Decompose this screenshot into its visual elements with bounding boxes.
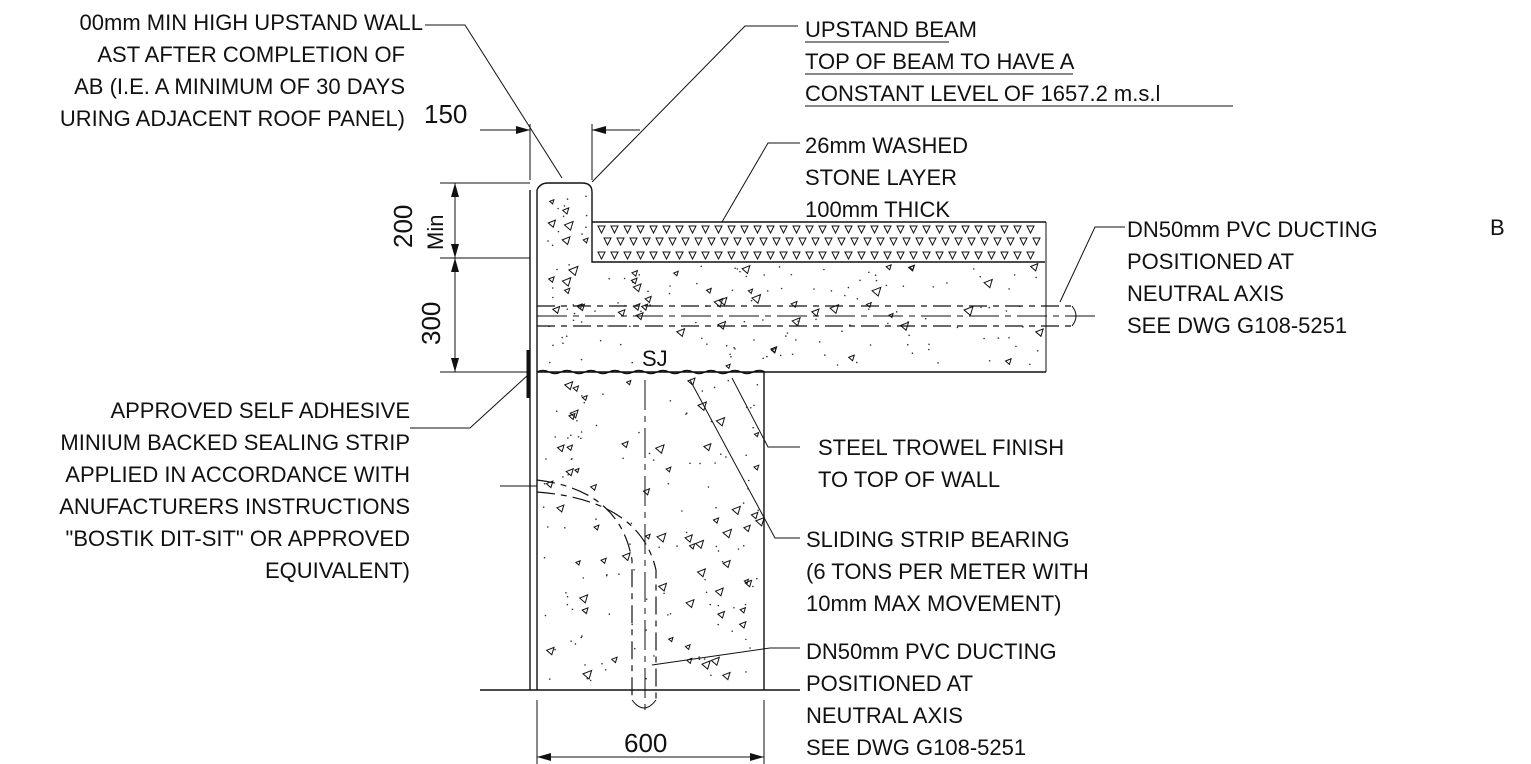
sealing-strip-line-1: APPROVED SELF ADHESIVE <box>110 398 410 423</box>
ducting-vertical <box>500 380 657 715</box>
sliding-strip-line-1: SLIDING STRIP BEARING <box>806 527 1070 552</box>
label-stone-layer: 26mm WASHED STONE LAYER 100mm THICK <box>805 133 968 222</box>
ducting-top-line-4: SEE DWG G108-5251 <box>1127 313 1347 338</box>
stone-layer-line-1: 26mm WASHED <box>805 133 968 158</box>
ducting-top-line-3: NEUTRAL AXIS <box>1127 281 1284 306</box>
sealing-strip-line-5: "BOSTIK DIT-SIT" OR APPROVED <box>66 526 410 551</box>
trowel-finish-line-1: STEEL TROWEL FINISH <box>818 435 1064 460</box>
leader-lines <box>410 24 1125 666</box>
stone-layer-line-3: 100mm THICK <box>805 197 950 222</box>
label-trowel-finish: STEEL TROWEL FINISH TO TOP OF WALL <box>818 435 1064 492</box>
dimension-300-text: 300 <box>416 302 446 345</box>
concrete-speckle <box>542 195 1044 682</box>
dimension-600 <box>536 700 765 764</box>
ducting-top-line-1: DN50mm PVC DUCTING <box>1127 217 1378 242</box>
dimension-200-text: 200 <box>388 205 418 248</box>
sealing-strip-line-4: ANUFACTURERS INSTRUCTIONS <box>59 494 410 519</box>
ducting-bottom-line-3: NEUTRAL AXIS <box>806 703 963 728</box>
concrete-outline <box>480 182 1047 691</box>
stone-layer-line-2: STONE LAYER <box>805 165 957 190</box>
upstand-wall-line-4: URING ADJACENT ROOF PANEL) <box>60 106 405 131</box>
sealing-strip-line-3: APPLIED IN ACCORDANCE WITH <box>65 462 410 487</box>
ducting-top-line-2: POSITIONED AT <box>1127 249 1294 274</box>
upstand-wall-line-3: AB (I.E. A MINIMUM OF 30 DAYS <box>74 74 405 99</box>
label-sealing-strip: APPROVED SELF ADHESIVE MINIUM BACKED SEA… <box>59 398 410 583</box>
dimension-150-text: 150 <box>424 99 467 129</box>
sealing-strip-line-6: EQUIVALENT) <box>265 558 410 583</box>
upstand-beam-line-3: CONSTANT LEVEL OF 1657.2 m.s.l <box>805 81 1160 106</box>
sliding-strip-line-3: 10mm MAX MOVEMENT) <box>806 591 1061 616</box>
sliding-strip-line-2: (6 TONS PER METER WITH <box>806 559 1089 584</box>
ducting-horizontal <box>537 305 1100 327</box>
stone-layer-hatch <box>597 225 1041 261</box>
dimension-200-300 <box>440 182 530 373</box>
upstand-wall-line-2: AST AFTER COMPLETION OF <box>97 42 405 67</box>
dimension-600-text: 600 <box>624 728 667 758</box>
dimension-min-text: Min <box>423 215 448 250</box>
label-ducting-top: DN50mm PVC DUCTING POSITIONED AT NEUTRAL… <box>1127 217 1378 338</box>
ducting-bottom-line-1: DN50mm PVC DUCTING <box>806 639 1057 664</box>
edge-fragment-text: B <box>1490 215 1505 240</box>
label-upstand-beam: UPSTAND BEAM TOP OF BEAM TO HAVE A CONST… <box>805 17 1233 107</box>
sealing-strip-line-2: MINIUM BACKED SEALING STRIP <box>60 430 410 455</box>
ducting-bottom-line-4: SEE DWG G108-5251 <box>806 735 1026 760</box>
dimension-150 <box>480 124 640 180</box>
sj-label: SJ <box>642 346 668 371</box>
label-ducting-bottom: DN50mm PVC DUCTING POSITIONED AT NEUTRAL… <box>806 639 1057 760</box>
upstand-beam-line-1: UPSTAND BEAM <box>805 17 977 42</box>
ducting-bottom-line-2: POSITIONED AT <box>806 671 973 696</box>
upstand-beam-line-2: TOP OF BEAM TO HAVE A <box>805 49 1075 74</box>
trowel-finish-line-2: TO TOP OF WALL <box>818 467 1000 492</box>
label-upstand-wall: 00mm MIN HIGH UPSTAND WALL AST AFTER COM… <box>60 10 423 131</box>
upstand-wall-line-1: 00mm MIN HIGH UPSTAND WALL <box>80 10 423 35</box>
label-sliding-strip: SLIDING STRIP BEARING (6 TONS PER METER … <box>806 527 1089 616</box>
